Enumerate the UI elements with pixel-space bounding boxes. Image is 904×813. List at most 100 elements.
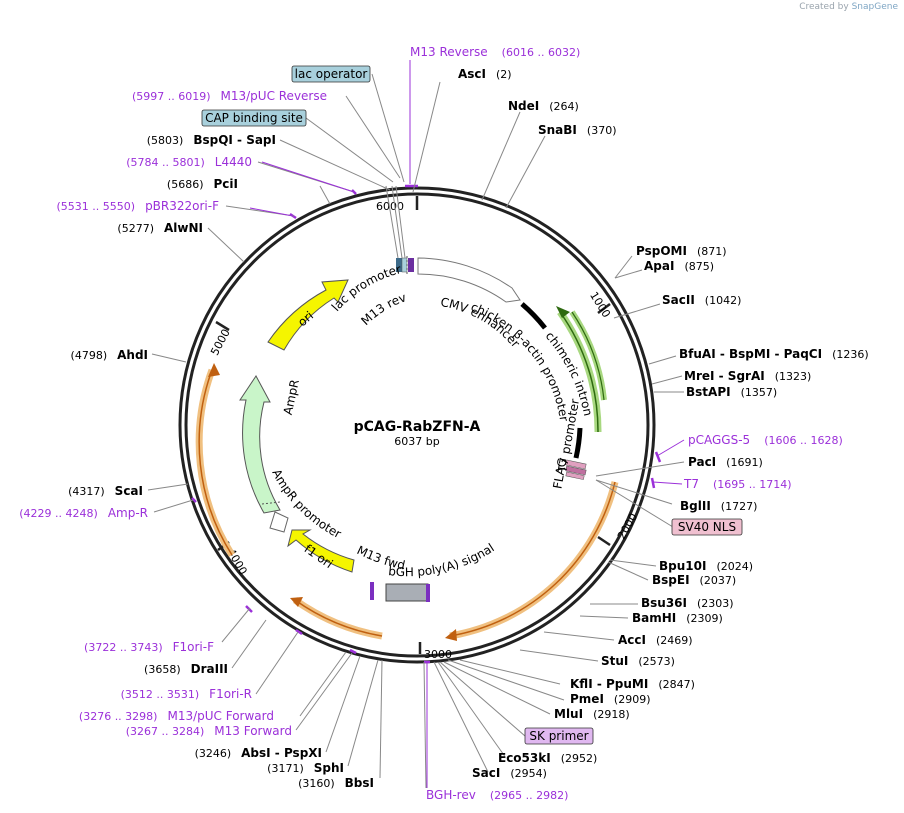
cap-binding-box bbox=[201, 109, 307, 127]
f1-region-arc bbox=[292, 597, 383, 640]
label-chicken-actin-promoter: chicken β-actin promoter bbox=[469, 300, 571, 423]
primer-l4440: (5784 .. 5801)L4440 bbox=[126, 155, 252, 169]
enzyme-draIII: (3658)DraIII bbox=[144, 662, 228, 676]
primer-leader-lines bbox=[249, 60, 685, 788]
enzyme-bpu10I: Bpu10I(2024) bbox=[659, 559, 753, 573]
label-ampr: AmpR bbox=[281, 378, 302, 416]
primer-f1ori-r: (3512 .. 3531)F1ori-R bbox=[121, 687, 252, 701]
ampr-promoter-arrow bbox=[269, 511, 289, 533]
primer-marks bbox=[191, 184, 662, 664]
enzyme-pspOMI: PspOMI(871) bbox=[636, 244, 727, 258]
tick-label-6000: 6000 bbox=[376, 200, 404, 213]
promoter-black-bar bbox=[520, 302, 547, 330]
primer-m13-puc-forward: (3276 .. 3298)M13/pUC Forward bbox=[79, 709, 274, 723]
plasmid-name: pCAG-RabZFN-A bbox=[354, 419, 481, 435]
enzyme-bsu36I: Bsu36I(2303) bbox=[641, 596, 734, 610]
polyA-black-bar bbox=[573, 427, 583, 459]
enzyme-stuI: StuI(2573) bbox=[601, 654, 675, 668]
enzyme-sphI: (3171)SphI bbox=[267, 761, 344, 775]
ampr-region-arc-core bbox=[198, 369, 233, 556]
enzyme-kflI: KflI - PpuMI(2847) bbox=[570, 677, 695, 691]
sk-primer-label: SK primer bbox=[529, 729, 588, 743]
cmv-enhancer-arrow bbox=[417, 257, 521, 303]
tick-label-2000: 2000 bbox=[615, 511, 640, 542]
enzyme-apaI: ApaI(875) bbox=[644, 259, 714, 273]
lac-operator-label: lac operator bbox=[295, 67, 368, 81]
cap-binding-block bbox=[401, 257, 408, 273]
enzyme-pacI: PacI(1691) bbox=[688, 455, 763, 469]
enzyme-absI: (3246)AbsI - PspXI bbox=[195, 746, 322, 760]
intron-arc-inner-core bbox=[571, 311, 605, 401]
m13rev-block bbox=[408, 258, 414, 272]
backbone-outer-ring bbox=[178, 186, 656, 664]
primer-t7: T7(1695 .. 1714) bbox=[683, 477, 792, 491]
t7-block bbox=[565, 465, 587, 476]
tick-label-5000: 5000 bbox=[208, 327, 233, 358]
enzyme-bglII: BglII(1727) bbox=[680, 499, 757, 513]
primer-amp-r: (4229 .. 4248)Amp-R bbox=[19, 506, 148, 520]
m13fwd-mark bbox=[370, 582, 374, 600]
ampr-arrow-head bbox=[208, 363, 220, 377]
enzyme-mluI: MluI(2918) bbox=[554, 707, 630, 721]
cap-binding-label: CAP binding site bbox=[205, 111, 303, 125]
label-m13-rev: M13 rev bbox=[358, 290, 408, 328]
enzyme-bbsI: (3160)BbsI bbox=[298, 776, 374, 790]
primer-bgh-rev: BGH-rev(2965 .. 2982) bbox=[426, 788, 568, 802]
primer-m13-forward: (3267 .. 3284)M13 Forward bbox=[126, 724, 292, 738]
primer-m13-puc-reverse: (5997 .. 6019)M13/pUC Reverse bbox=[132, 89, 327, 103]
sv40-nls-label: SV40 NLS bbox=[678, 520, 736, 534]
enzyme-bfuAI: BfuAI - BspMI - PaqCI(1236) bbox=[679, 347, 869, 361]
enzyme-snaBI: SnaBI(370) bbox=[538, 123, 617, 137]
enzyme-pciI: (5686)PciI bbox=[167, 177, 238, 191]
primer-pbr322ori-f: (5531 .. 5550)pBR322ori-F bbox=[57, 199, 220, 213]
enzyme-ahdI: (4798)AhdI bbox=[71, 348, 148, 362]
enzyme-bamHI: BamHI(2309) bbox=[632, 611, 723, 625]
enzyme-accI: AccI(2469) bbox=[618, 633, 693, 647]
ampr-arrow bbox=[239, 375, 281, 514]
enzyme-labels: AscI(2) NdeI(264) SnaBI(370) PspOMI(871)… bbox=[68, 67, 869, 790]
lac-operator-box bbox=[291, 65, 371, 83]
enzyme-bstAPI: BstAPI(1357) bbox=[686, 385, 777, 399]
lac-operator-block bbox=[396, 258, 402, 272]
enzyme-bspQI: (5803)BspQI - SapI bbox=[147, 133, 276, 147]
sv40-arrow-head bbox=[445, 629, 457, 641]
bgh-polya-block bbox=[385, 583, 429, 602]
enzyme-eco53kI: Eco53kI(2952) bbox=[498, 751, 597, 765]
primer-f1ori-f: (3722 .. 3743)F1ori-F bbox=[84, 640, 214, 654]
primer-labels: M13 Reverse(6016 .. 6032) (5997 .. 6019)… bbox=[19, 45, 843, 802]
leader-lines bbox=[147, 60, 685, 789]
tick-label-3000: 3000 bbox=[424, 648, 452, 661]
enzyme-sacI: SacI(2954) bbox=[472, 766, 547, 780]
ori-arrow bbox=[267, 279, 349, 351]
f1-region-arc-core bbox=[294, 599, 383, 637]
f1-arrow-head bbox=[290, 597, 303, 607]
label-flag: FLAG bbox=[550, 457, 569, 490]
enzyme-mreI: MreI - SgrAI(1323) bbox=[684, 369, 811, 383]
primer-pcaggs-5: pCAGGS-5(1606 .. 1628) bbox=[688, 433, 843, 447]
flag-block bbox=[565, 459, 587, 470]
primer-m13-reverse: M13 Reverse(6016 .. 6032) bbox=[410, 45, 580, 59]
f1-ori-arrow bbox=[287, 529, 355, 573]
intron-arc-outer-core bbox=[559, 311, 599, 433]
enzyme-ndeI: NdeI(264) bbox=[508, 99, 579, 113]
enzyme-alwNI: (5277)AlwNI bbox=[117, 221, 203, 235]
enzyme-ascI: AscI(2) bbox=[458, 67, 512, 81]
plasmid-size: 6037 bp bbox=[394, 435, 439, 448]
snapgene-brand: SnapGene bbox=[851, 2, 898, 12]
enzyme-scaI: (4317)ScaI bbox=[68, 484, 143, 498]
intron-arrow-head-outer bbox=[556, 306, 570, 318]
backbone-inner-ring bbox=[184, 192, 650, 658]
sv40-region-arc-core bbox=[449, 481, 616, 637]
enzyme-pmeI: PmeI(2909) bbox=[570, 692, 650, 706]
label-m13-fwd: M13 fwd bbox=[355, 543, 407, 572]
bgh-primer-mark bbox=[426, 584, 430, 602]
sv40-nls-box bbox=[671, 518, 743, 536]
t7-promoter-block bbox=[565, 471, 585, 480]
sk-primer-box bbox=[524, 727, 594, 745]
enzyme-bspEI: BspEI(2037) bbox=[652, 573, 736, 587]
ampr-internal-dash bbox=[261, 501, 281, 505]
enzyme-sacII: SacII(1042) bbox=[662, 293, 741, 307]
snapgene-credit: Created by SnapGene bbox=[799, 2, 898, 12]
tick-marks bbox=[215, 196, 611, 654]
